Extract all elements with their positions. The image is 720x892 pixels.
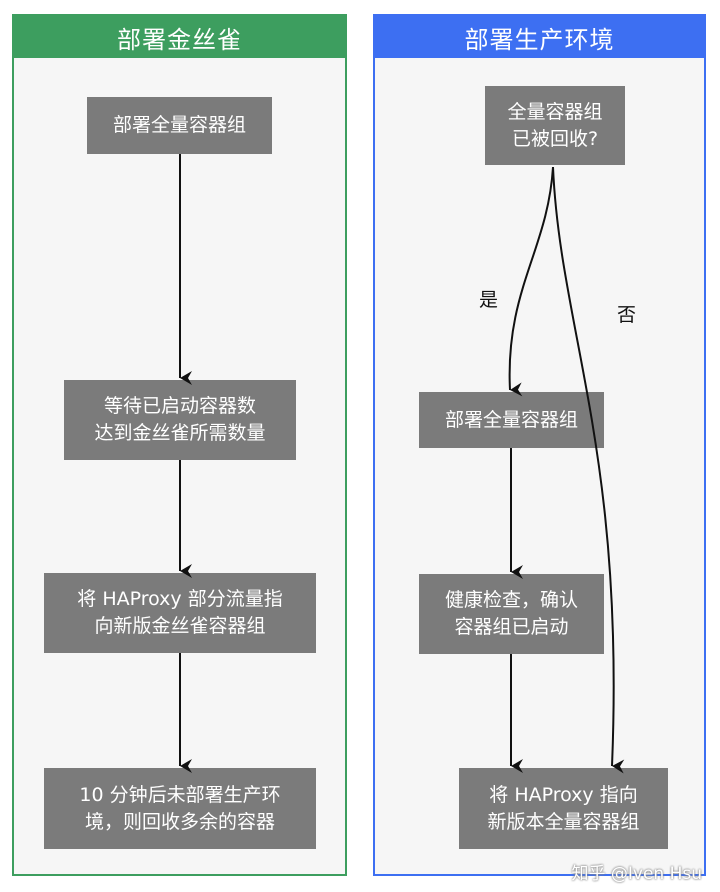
canary-step-deploy-full-group: 部署全量容器组: [87, 97, 272, 154]
arrow-decision-yes: [508, 166, 554, 397]
node-line: 部署全量容器组: [444, 408, 578, 431]
canary-step-route-partial-traffic: 将 HAProxy 部分流量指 向新版金丝雀容器组: [44, 573, 316, 653]
node-line: 健康检查，确认: [444, 589, 578, 611]
canary-panel-title: 部署金丝雀: [117, 25, 242, 54]
node-line: 新版本全量容器组: [487, 810, 640, 833]
production-step-point-haproxy: 将 HAProxy 指向 新版本全量容器组: [459, 768, 668, 849]
canary-step-wait-started: 等待已启动容器数 达到金丝雀所需数量: [64, 380, 296, 460]
canary-step-reclaim-containers: 10 分钟后未部署生产环 境，则回收多余的容器: [44, 768, 316, 849]
node-line: 境，则回收多余的容器: [84, 810, 275, 833]
node-line: 将 HAProxy 指向: [489, 783, 638, 806]
production-panel-header: 部署生产环境: [375, 16, 704, 58]
production-step-deploy-full-group: 部署全量容器组: [419, 392, 604, 448]
production-decision-reclaimed: 全量容器组 已被回收?: [485, 86, 625, 165]
node-line: 向新版金丝雀容器组: [94, 615, 266, 637]
node-line: 将 HAProxy 部分流量指: [77, 588, 283, 610]
node-line: 达到金丝雀所需数量: [94, 422, 266, 444]
node-line: 10 分钟后未部署生产环: [79, 783, 281, 806]
yes-branch-label: 是: [479, 289, 499, 311]
watermark: 知乎 @Iven Hsu: [571, 864, 702, 884]
arrow-decision-no: [552, 166, 625, 774]
production-step-health-check: 健康检查，确认 容器组已启动: [419, 574, 604, 654]
node-line: 部署全量容器组: [112, 114, 246, 136]
production-panel-title: 部署生产环境: [464, 25, 615, 54]
node-line: 等待已启动容器数: [103, 395, 256, 417]
node-line: 已被回收?: [511, 127, 599, 150]
no-branch-label: 否: [617, 304, 637, 326]
node-line: 全量容器组: [507, 100, 603, 123]
node-line: 容器组已启动: [454, 616, 569, 638]
canary-panel-header: 部署金丝雀: [14, 16, 345, 58]
